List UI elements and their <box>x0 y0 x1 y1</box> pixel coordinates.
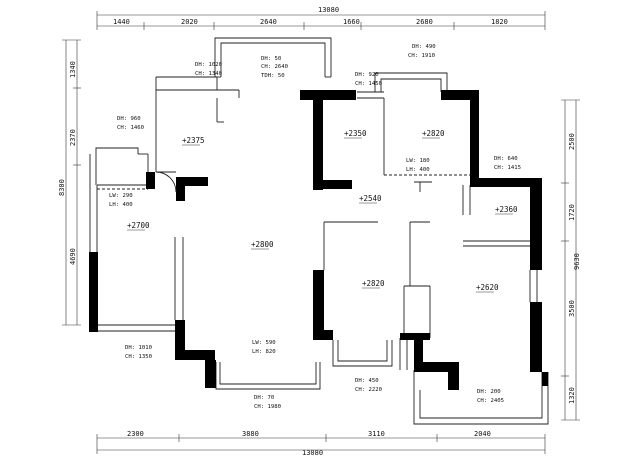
left-dimensions: 1340 2370 4690 8300 <box>58 39 81 326</box>
opening-label: CH: 1910 <box>408 53 435 59</box>
floor-elevations: +2375 +2350 +2820 +2540 +2360 +2700 +280… <box>127 129 518 293</box>
bottom-dimensions: 2300 3880 3110 2040 13080 <box>96 430 546 457</box>
opening-label: DH: 490 <box>412 44 436 50</box>
opening-label: LW: 180 <box>406 158 430 164</box>
elevation-label: +2375 <box>182 136 205 145</box>
right-dim-3: 3500 <box>568 300 576 317</box>
bottom-total-dim: 13080 <box>302 449 323 457</box>
opening-annotations: DH: 1020 CH: 1340 DH: 50 CH: 2640 TDH: 5… <box>109 44 521 410</box>
opening-label: CH: 1980 <box>254 404 281 410</box>
opening-label: DH: 70 <box>254 395 274 401</box>
left-dim-1: 1340 <box>69 61 77 78</box>
bottom-dim-2: 3880 <box>242 430 259 438</box>
opening-label: LW: 590 <box>252 340 276 346</box>
opening-label: DH: 1010 <box>125 345 152 351</box>
opening-label: LW: 290 <box>109 193 133 199</box>
elevation-label: +2540 <box>359 194 382 203</box>
elevation-label: +2820 <box>422 129 445 138</box>
door-swing-icon <box>155 171 177 193</box>
elevation-label: +2820 <box>362 279 385 288</box>
left-total-dim: 8300 <box>58 179 66 196</box>
bottom-dim-1: 2300 <box>127 430 144 438</box>
opening-label: DH: 450 <box>355 378 379 384</box>
opening-label: DH: 920 <box>355 72 379 78</box>
opening-label: DH: 640 <box>494 156 518 162</box>
bottom-dim-4: 2040 <box>474 430 491 438</box>
top-dim-6: 1820 <box>491 18 508 26</box>
top-dim-4: 1660 <box>343 18 360 26</box>
right-dim-4: 1320 <box>568 387 576 404</box>
opening-label: CH: 1450 <box>355 81 382 87</box>
top-dim-5: 2680 <box>416 18 433 26</box>
opening-label: CH: 1460 <box>117 125 144 131</box>
left-dim-2: 2370 <box>69 129 77 146</box>
opening-label: DH: 50 <box>261 56 281 62</box>
right-dimensions: 2500 1720 3500 1320 9630 <box>561 99 581 421</box>
opening-label: CH: 2405 <box>477 398 504 404</box>
opening-label: LH: 820 <box>252 349 276 355</box>
right-dim-2: 1720 <box>568 204 576 221</box>
top-dim-2: 2020 <box>181 18 198 26</box>
bottom-dim-3: 3110 <box>368 430 385 438</box>
right-dim-1: 2500 <box>568 133 576 150</box>
opening-label: CH: 2640 <box>261 64 288 70</box>
opening-label: CH: 1350 <box>125 354 152 360</box>
top-dim-3: 2640 <box>260 18 277 26</box>
opening-label: DH: 1020 <box>195 62 222 68</box>
opening-label: DH: 200 <box>477 389 501 395</box>
top-dimensions: 13080 1440 2020 2640 1660 2680 1820 <box>96 6 546 30</box>
opening-label: CH: 1340 <box>195 71 222 77</box>
elevation-label: +2800 <box>251 240 274 249</box>
right-total-dim: 9630 <box>573 253 581 270</box>
opening-label: CH: 2220 <box>355 387 382 393</box>
elevation-label: +2360 <box>495 205 518 214</box>
top-dim-1: 1440 <box>113 18 130 26</box>
opening-label: LH: 400 <box>406 167 430 173</box>
elevation-label: +2620 <box>476 283 499 292</box>
opening-label: TDH: 50 <box>261 73 285 79</box>
elevation-label: +2350 <box>344 129 367 138</box>
opening-label: CH: 1415 <box>494 165 521 171</box>
structural-walls <box>89 90 548 390</box>
opening-label: DH: 960 <box>117 116 141 122</box>
left-dim-3: 4690 <box>69 248 77 265</box>
elevation-label: +2700 <box>127 221 150 230</box>
opening-label: LH: 400 <box>109 202 133 208</box>
top-total-dim: 13080 <box>318 6 339 14</box>
